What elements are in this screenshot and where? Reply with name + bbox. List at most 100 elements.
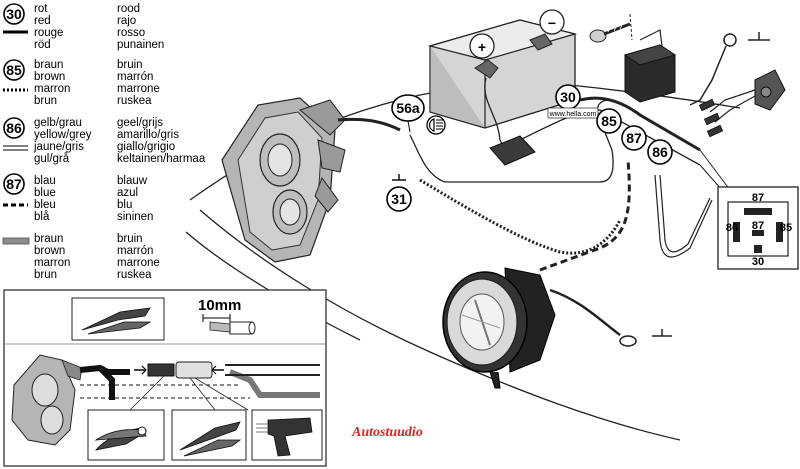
heat-gun-icon (256, 417, 313, 457)
callout-30-label: 30 (560, 89, 576, 105)
spade-connectors (698, 98, 724, 138)
relay-pin-30: 30 (752, 256, 764, 268)
strip-length-label: 10mm (198, 297, 241, 314)
legend-code-30: 30 (6, 6, 22, 22)
legend-entry-87: 87 blau blue bleu blå blauw azul blu sin… (3, 173, 153, 223)
legend-label: rot (34, 3, 48, 15)
watermark-text: Autostuudio (351, 425, 423, 440)
relay-pinout-diagram: 87 86 87 85 30 (717, 186, 799, 270)
callout-56a-label: 56a (396, 100, 420, 116)
relay-pin-87-top: 87 (752, 192, 764, 204)
legend-label: braun (34, 59, 63, 71)
stripped-wire-icon (202, 314, 256, 335)
legend-label: brown (34, 71, 65, 83)
inset-connector-sleeve (134, 361, 224, 379)
legend-label: gelb/grau (34, 117, 82, 129)
auxiliary-driving-lamp (442, 267, 556, 389)
fuse-holder (489, 135, 536, 166)
installation-detail-inset: 10mm (3, 289, 327, 467)
crimp-tool-icon (179, 421, 242, 457)
crimping-pliers-icon (81, 307, 152, 335)
legend-label: bruin (117, 233, 143, 245)
wire-86 (654, 174, 713, 258)
light-switch-icon (709, 69, 786, 123)
original-headlamp-unit (221, 97, 346, 263)
ground-symbol-icon (748, 32, 770, 41)
wire-color-legend: 30 rot red rouge röd rood rajo rosso pun… (2, 3, 206, 281)
legend-entry-85: 85 braun brown marron brun bruin marrón … (3, 59, 160, 107)
legend-label: blu (117, 199, 132, 211)
wire-stripper-pliers-icon (94, 426, 147, 451)
callout-85-label: 85 (601, 113, 617, 129)
wire-56a (337, 99, 614, 183)
legend-label: rosso (117, 27, 145, 39)
legend-label: jaune/gris (33, 141, 84, 153)
legend-label: brun (34, 269, 57, 281)
website-label: www.hella.com (547, 107, 599, 119)
legend-label: marrón (117, 71, 153, 83)
legend-label: azul (117, 187, 138, 199)
headlamp-symbol-icon (426, 115, 446, 135)
legend-code-85: 85 (6, 62, 22, 78)
legend-label: blauw (117, 175, 148, 187)
legend-entry-ground-wire: braun brown marron brun bruin marrón mar… (2, 233, 160, 281)
legend-label: brown (34, 245, 65, 257)
inset-leader-lines (129, 374, 249, 411)
legend-label: rouge (34, 27, 63, 39)
battery-minus-terminal-icon (539, 9, 565, 35)
relay-pin-87-center: 87 (752, 220, 764, 232)
callout-87: 87 (621, 125, 647, 151)
legend-label: blue (34, 187, 56, 199)
legend-label: marrone (117, 257, 160, 269)
battery-plus-terminal-icon (469, 33, 495, 59)
callout-31-label: 31 (391, 191, 407, 207)
lamp-ground-terminal-icon (619, 335, 637, 347)
legend-code-86: 86 (6, 120, 22, 136)
legend-label: amarillo/gris (117, 129, 179, 141)
legend-label: giallo/grigio (117, 141, 175, 153)
legend-label: geel/grijs (117, 117, 163, 129)
legend-label: bruin (117, 59, 143, 71)
battery-plus-label: + (478, 39, 486, 55)
legend-label: punainen (117, 39, 164, 51)
callout-30: 30 (555, 84, 581, 110)
legend-label: röd (34, 39, 51, 51)
callout-87-label: 87 (626, 130, 642, 146)
ground-ring-terminal-icon (689, 33, 737, 106)
callout-31: 31 (386, 174, 412, 212)
inset-wiring (79, 364, 320, 400)
legend-label: blå (34, 211, 50, 223)
callout-56a: 56a (391, 94, 425, 133)
callout-86: 86 (647, 139, 673, 165)
legend-label: ruskea (117, 269, 152, 281)
legend-entry-30: 30 rot red rouge röd rood rajo rosso pun… (3, 3, 164, 51)
legend-label: bleu (34, 199, 56, 211)
relay-leader-lines (699, 149, 731, 191)
wire-lamp-ground (549, 288, 621, 336)
relay-unit (623, 29, 677, 103)
legend-entry-86: 86 gelb/grau yellow/grey jaune/gris gul/… (3, 117, 206, 165)
battery-minus-label: − (548, 15, 556, 31)
relay-pin-85: 85 (780, 222, 792, 234)
legend-label: marron (34, 83, 70, 95)
legend-label: marron (34, 257, 70, 269)
wire-87 (539, 159, 631, 272)
inset-headlamp (11, 354, 83, 446)
ground-symbol-icon (652, 329, 672, 337)
relay-pin-86: 86 (726, 222, 738, 234)
legend-label: rood (117, 3, 140, 15)
callout-86-label: 86 (652, 144, 668, 160)
legend-code-87: 87 (6, 176, 22, 192)
callout-85: 85 (596, 108, 622, 134)
legend-label: brun (34, 95, 57, 107)
website-text: www.hella.com (549, 111, 597, 118)
legend-label: marrone (117, 83, 160, 95)
legend-label: marrón (117, 245, 153, 257)
legend-label: keltainen/harmaa (117, 153, 206, 165)
legend-label: blau (34, 175, 56, 187)
mounting-screw-icon (589, 13, 633, 43)
legend-label: red (34, 15, 51, 27)
battery: + − (427, 9, 578, 151)
legend-label: sininen (117, 211, 153, 223)
